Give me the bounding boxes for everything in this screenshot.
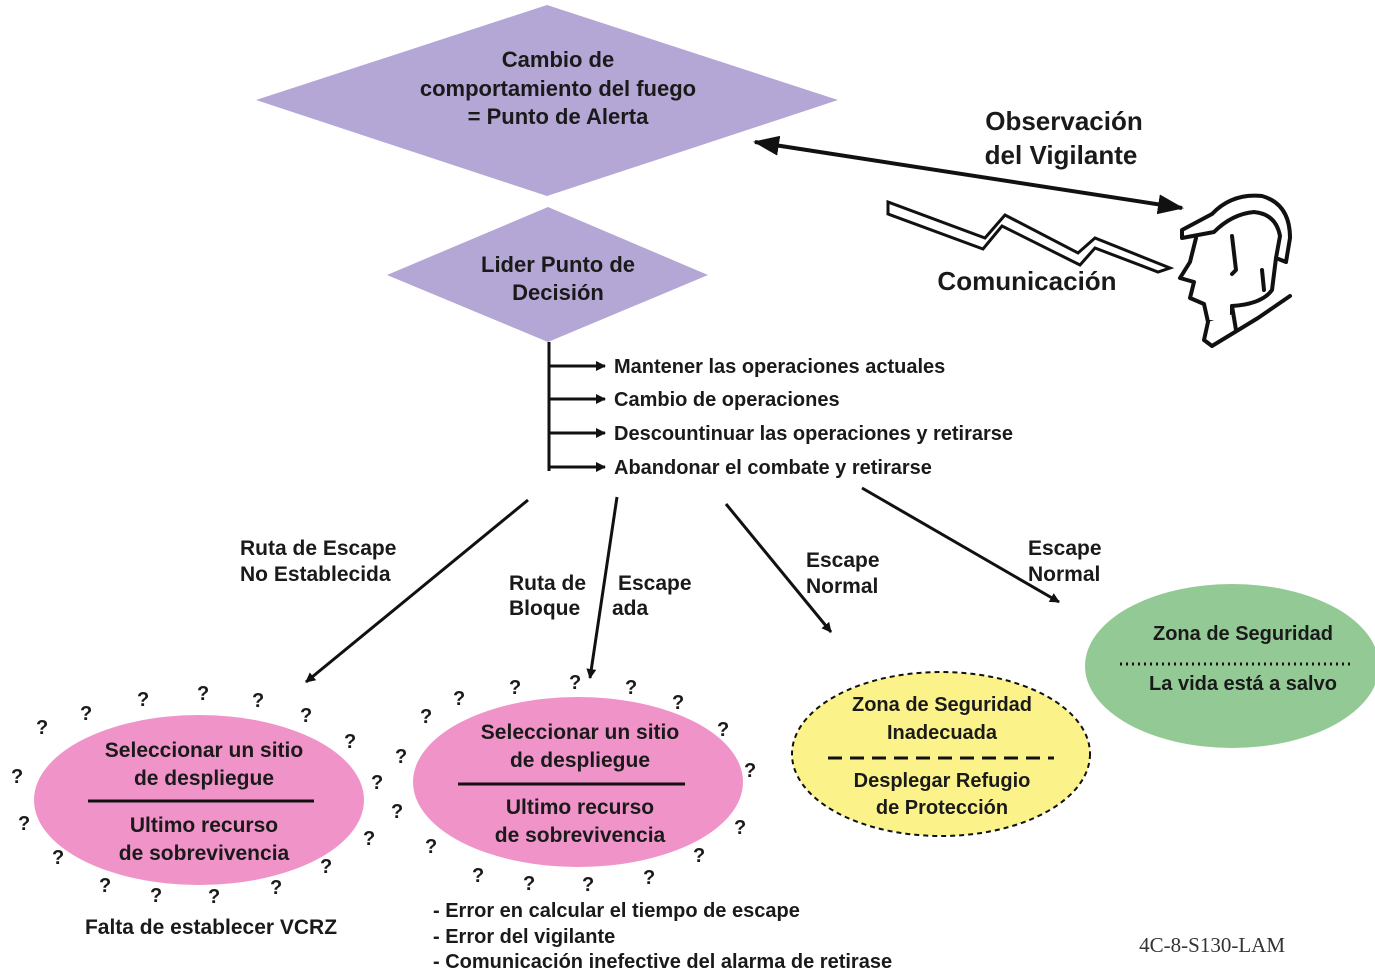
lightning-bolt-icon xyxy=(886,199,1175,274)
communication-label: Comunicación xyxy=(937,266,1116,296)
safety-zone-bottom: La vida está a salvo xyxy=(1149,673,1337,695)
route-normal-1-line2: Normal xyxy=(806,575,878,598)
question-mark: ? xyxy=(137,689,149,711)
question-mark: ? xyxy=(717,719,729,741)
question-mark: ? xyxy=(744,760,756,782)
question-marks-2: ? ? ? ? ? ? ? ? ? ? ? ? ? ? ? ? ? xyxy=(391,672,756,896)
deploy1-bottom-line2: de sobrevivencia xyxy=(119,842,290,865)
question-mark: ? xyxy=(582,874,594,896)
deploy2-cause-1: - Error en calcular el tiempo de escape xyxy=(433,900,800,922)
route-arrow-normal-2 xyxy=(861,486,1060,604)
question-mark: ? xyxy=(425,836,437,858)
question-mark: ? xyxy=(18,813,30,835)
question-mark: ? xyxy=(270,877,282,899)
option-abandon: Abandonar el combate y retirarse xyxy=(614,457,932,479)
route-arrow-no-route xyxy=(305,498,529,684)
inadequate-bottom-line2: de Protección xyxy=(876,797,1008,819)
alert-point-line3: = Punto de Alerta xyxy=(468,104,649,129)
alert-point-diamond xyxy=(256,5,838,196)
inadequate-zone-ellipse xyxy=(791,671,1091,837)
route-normal-2-line2: Normal xyxy=(1028,563,1100,586)
question-mark: ? xyxy=(569,672,581,694)
safety-zone-ellipse xyxy=(1085,584,1375,748)
alert-point-line2: comportamiento del fuego xyxy=(420,76,696,101)
deploy1-top-line1: Seleccionar un sitio xyxy=(105,739,303,762)
deploy2-cause-2: - Error del vigilante xyxy=(433,926,615,948)
question-mark: ? xyxy=(734,817,746,839)
question-mark: ? xyxy=(391,801,403,823)
deploy2-top-line2: de despliegue xyxy=(510,749,650,772)
deploy2-bottom-line2: de sobrevivencia xyxy=(495,824,666,847)
deploy1-caption: Falta de establecer VCRZ xyxy=(85,916,337,939)
question-mark: ? xyxy=(625,677,637,699)
question-mark: ? xyxy=(320,856,332,878)
inadequate-top-line2: Inadecuada xyxy=(887,722,998,744)
question-mark: ? xyxy=(523,873,535,895)
route-normal-2-line1: Escape xyxy=(1028,537,1102,560)
question-mark: ? xyxy=(197,683,209,705)
deploy-ellipse-2 xyxy=(413,697,743,867)
route-normal-1-line1: Escape xyxy=(806,549,880,572)
route-no-route-line2: No Establecida xyxy=(240,563,391,586)
question-mark: ? xyxy=(300,705,312,727)
route-blocked-b1: Escape xyxy=(618,572,692,595)
question-mark: ? xyxy=(672,692,684,714)
question-mark: ? xyxy=(371,772,383,794)
observation-label-line1: Observación xyxy=(985,106,1143,136)
alert-point-line1: Cambio de xyxy=(502,47,614,72)
question-mark: ? xyxy=(52,847,64,869)
route-blocked-b2: ada xyxy=(612,597,649,620)
question-mark: ? xyxy=(509,677,521,699)
route-arrow-normal-1 xyxy=(724,503,833,633)
lookout-helmet-icon xyxy=(1178,193,1292,348)
question-marks-1: ? ? ? ? ? ? ? ? ? ? ? ? ? ? ? ? ? xyxy=(11,683,383,908)
observation-label-line2: del Vigilante xyxy=(985,140,1138,170)
question-mark: ? xyxy=(453,688,465,710)
inadequate-top-line1: Zona de Seguridad xyxy=(852,694,1032,716)
deploy1-top-line2: de despliegue xyxy=(134,767,274,790)
option-maintain: Mantener las operaciones actuales xyxy=(614,356,945,378)
deploy2-cause-3: - Comunicación inefective del alarma de … xyxy=(433,951,892,973)
question-mark: ? xyxy=(643,867,655,889)
question-mark: ? xyxy=(472,865,484,887)
question-mark: ? xyxy=(693,845,705,867)
question-mark: ? xyxy=(395,746,407,768)
observation-arrow xyxy=(753,135,1184,215)
deploy1-bottom-line1: Ultimo recurso xyxy=(130,814,278,837)
inadequate-bottom-line1: Desplegar Refugio xyxy=(854,770,1031,792)
question-mark: ? xyxy=(99,875,111,897)
route-no-route-line1: Ruta de Escape xyxy=(240,537,396,560)
question-mark: ? xyxy=(420,706,432,728)
option-discontinue: Descountinuar las operaciones y retirars… xyxy=(614,423,1013,445)
deploy2-bottom-line1: Ultimo recurso xyxy=(506,796,654,819)
route-blocked-a1: Ruta de xyxy=(509,572,586,595)
question-mark: ? xyxy=(363,828,375,850)
question-mark: ? xyxy=(252,690,264,712)
question-mark: ? xyxy=(208,886,220,908)
question-mark: ? xyxy=(80,703,92,725)
question-mark: ? xyxy=(344,731,356,753)
route-blocked-a2: Bloque xyxy=(509,597,580,620)
safety-zone-top: Zona de Seguridad xyxy=(1153,623,1333,645)
decision-point-line1: Lider Punto de xyxy=(481,252,635,277)
question-mark: ? xyxy=(11,766,23,788)
question-mark: ? xyxy=(150,885,162,907)
option-change: Cambio de operaciones xyxy=(614,389,840,411)
figure-code: 4C-8-S130-LAM xyxy=(1139,933,1285,957)
decision-point-diamond xyxy=(387,207,708,342)
deploy2-top-line1: Seleccionar un sitio xyxy=(481,721,679,744)
question-mark: ? xyxy=(36,717,48,739)
route-arrow-blocked xyxy=(586,496,619,679)
decision-point-line2: Decisión xyxy=(512,280,604,305)
